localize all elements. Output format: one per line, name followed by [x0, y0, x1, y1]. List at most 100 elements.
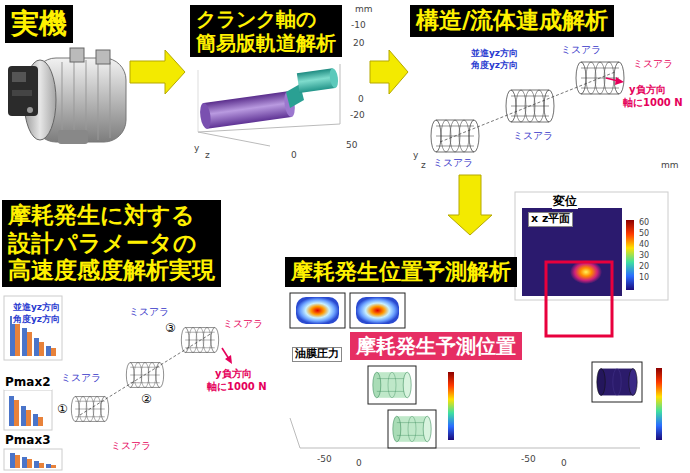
load-label: y負方向 [214, 368, 253, 380]
callout-box: 摩耗発生予測位置 [350, 332, 522, 360]
direction-label: 並進yz方向 [12, 302, 61, 312]
bar-charts [39, 463, 44, 468]
stage-panel: 摩耗発生に対する 設計パラメータの 高速度感度解析実現 [2, 198, 272, 473]
sensitivity-model [181, 328, 218, 353]
axis-tick: -50 [316, 454, 333, 464]
compressor-photo [74, 60, 75, 140]
colorbar-tick: 40 [638, 240, 650, 249]
bar-charts [9, 396, 14, 426]
axis-tick: 0 [355, 458, 363, 468]
wear-prediction-plots [393, 416, 431, 442]
wear-prediction-plots [570, 260, 602, 284]
annotation-label: ミスアラ [432, 157, 474, 169]
wear-prediction-plots [515, 192, 668, 300]
wear-prediction-plots [290, 418, 300, 448]
annotation-label: ミスアラ [128, 306, 170, 318]
wear-prediction-plots [522, 208, 622, 296]
plot-title: Pmax3 [4, 434, 52, 448]
annotation-label: ミスアラ [560, 44, 602, 56]
bar-charts [22, 328, 27, 356]
axis-tick: -10 [350, 20, 367, 30]
callout-text: 摩耗発生予測位置 [350, 332, 522, 360]
wear-prediction-plots [388, 410, 436, 448]
bar-charts [46, 464, 51, 468]
stage-panel: クランク軸の 簡易版軌道解析 [185, 5, 370, 165]
wear-prediction-plots [356, 297, 399, 324]
direction-label: 並進yz方向 [470, 48, 519, 58]
axis-tick: 50 [345, 140, 358, 150]
direction-label: 角度yz方向 [12, 314, 61, 324]
bar-charts [4, 449, 62, 470]
stage-heading: 実機 [5, 5, 73, 43]
bar-charts [38, 417, 43, 426]
axis-tick: -20 [349, 110, 366, 120]
structural-model [506, 90, 554, 122]
bar-charts [4, 296, 62, 470]
compressor-photo [96, 50, 110, 64]
crankshaft-plot [297, 68, 335, 93]
stage-heading: 摩耗発生位置予測解析 [285, 257, 517, 287]
compressor-photo [8, 66, 38, 116]
compressor-photo [27, 107, 33, 113]
axis-tick: y [193, 143, 200, 153]
callout-number: ① [56, 403, 69, 417]
colorbar-tick: 50 [638, 229, 650, 238]
bar-charts [51, 465, 56, 468]
axis-tick: y [412, 150, 419, 160]
axis-tick: 0 [290, 150, 298, 160]
annotation-label: ミスアラ [512, 130, 554, 142]
bar-charts [46, 346, 51, 356]
wear-prediction-plots [368, 366, 416, 404]
axis-tick: mm [660, 160, 680, 170]
bar-charts [27, 459, 32, 468]
compressor-photo [12, 72, 26, 82]
annotation-label: ミスアラ [110, 440, 152, 452]
colorbar-tick: 20 [638, 262, 650, 271]
annotation-label: ミスアラ [222, 318, 264, 330]
bar-charts [4, 390, 52, 430]
bar-charts [51, 348, 56, 356]
bar-charts [34, 461, 39, 468]
bar-charts [21, 406, 26, 426]
compressor-photo [12, 90, 32, 96]
bar-charts [4, 296, 62, 360]
stage-heading: 摩耗発生に対する 設計パラメータの 高速度感度解析実現 [2, 200, 221, 287]
wear-prediction-plots [300, 448, 640, 449]
axis-tick: z [420, 160, 427, 170]
plot-tag: 油膜圧力 [292, 347, 342, 362]
bar-charts [39, 342, 44, 356]
stage-heading: 構造/流体連成解析 [410, 5, 614, 37]
axis-tick: z [204, 150, 211, 160]
wear-prediction-plots [296, 297, 339, 324]
structural-model [615, 77, 624, 85]
bar-charts [33, 414, 38, 426]
structural-model [431, 120, 479, 152]
sensitivity-model [71, 397, 108, 422]
wear-prediction-plots [656, 368, 662, 440]
bar-charts [10, 453, 15, 468]
compressor-photo [70, 48, 84, 62]
colorbar-tick: 30 [638, 251, 650, 260]
bar-charts [15, 455, 20, 468]
annotation-label: ミスアラ [60, 372, 102, 384]
crankshaft-plot [199, 91, 297, 130]
flow-arrow [130, 50, 185, 94]
wear-prediction-plots [448, 372, 454, 440]
wear-prediction-plots [350, 293, 405, 328]
sensitivity-model [225, 355, 232, 364]
compressor-photo [8, 48, 126, 144]
crankshaft-plot [198, 64, 340, 146]
crankshaft-plot [198, 132, 270, 146]
callout-number: ③ [164, 322, 177, 336]
load-label: 軸に1000 N [622, 97, 684, 109]
flow-arrow [448, 175, 492, 235]
compressor-photo [86, 60, 87, 140]
stage-panel: 実機 [5, 5, 130, 150]
crankshaft-plot [204, 91, 292, 129]
bar-charts [27, 332, 32, 356]
crankshaft-plot [340, 64, 341, 124]
axis-tick: 0 [357, 94, 365, 104]
structural-model [440, 72, 615, 142]
